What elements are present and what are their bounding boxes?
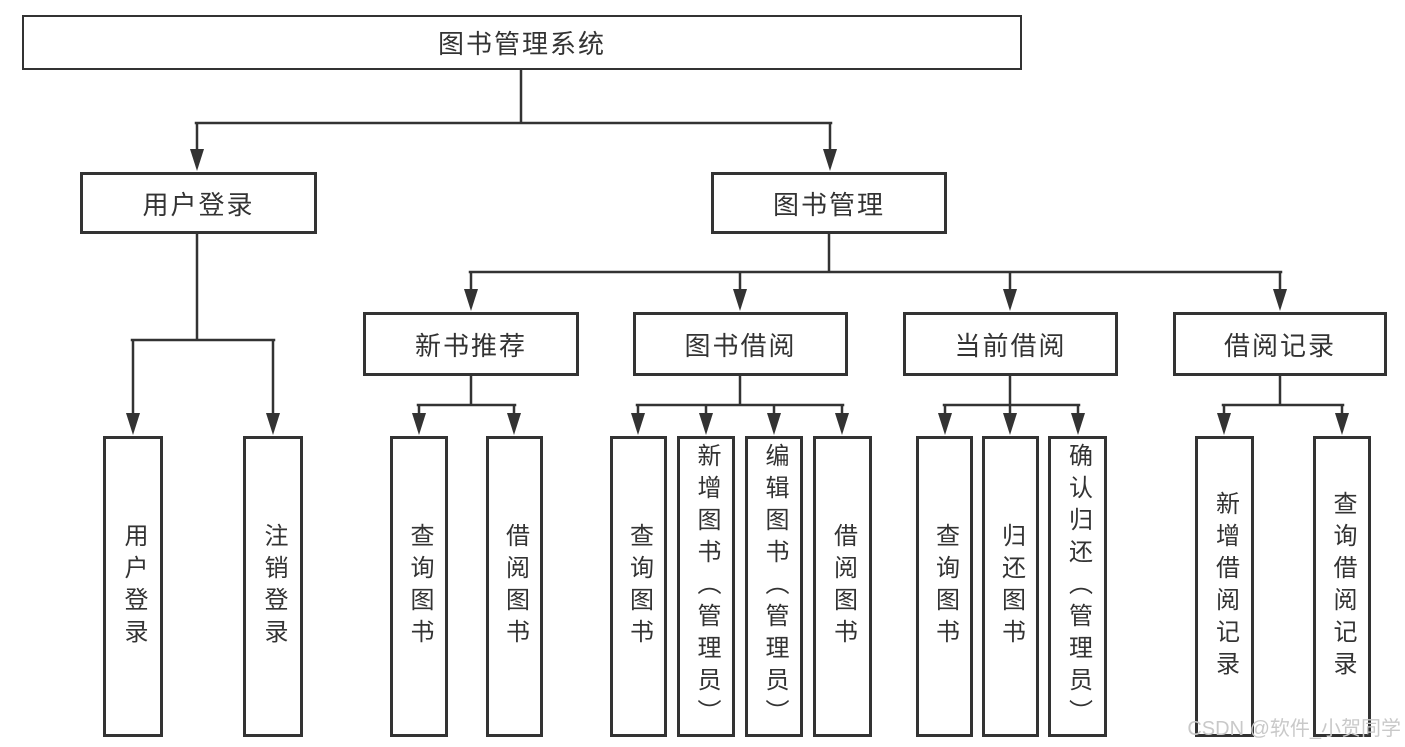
connector-login-to-leaves	[130, 232, 276, 417]
leaf-add-borrow-record: 新增借阅记录	[1195, 436, 1254, 737]
watermark: CSDN @软件_小贺同学	[1187, 718, 1401, 740]
node-book-borrow-label: 图书借阅	[684, 330, 797, 361]
arrowhead	[126, 413, 140, 435]
node-book-borrow: 图书借阅	[633, 312, 848, 376]
arrowhead	[1071, 413, 1085, 435]
leaf-return-book-label: 归还图书	[997, 522, 1025, 651]
arrowhead	[190, 149, 204, 171]
leaf-confirm-return-admin: 确认归还（管理员）	[1048, 436, 1107, 737]
leaf-query-books-borrow: 查询图书	[610, 436, 667, 737]
node-new-book-recommend-label: 新书推荐	[414, 330, 527, 361]
connector-records-to-leaves	[1221, 374, 1345, 417]
arrowhead	[412, 413, 426, 435]
arrowhead	[464, 289, 478, 311]
connector-root-to-level2	[194, 68, 833, 153]
connector-bookborrow-to-leaves	[635, 374, 845, 417]
node-book-management: 图书管理	[711, 172, 947, 234]
node-book-management-label: 图书管理	[772, 189, 885, 220]
leaf-return-book: 归还图书	[982, 436, 1039, 737]
leaf-borrow-books-borrow: 借阅图书	[813, 436, 872, 737]
leaf-borrow-books-borrow-label: 借阅图书	[829, 522, 857, 651]
leaf-borrow-books-recommend-label: 借阅图书	[501, 522, 529, 651]
connector-newbook-to-leaves	[416, 374, 517, 417]
node-new-book-recommend: 新书推荐	[363, 312, 579, 376]
connector-management-to-sections	[468, 232, 1283, 293]
node-borrow-records-label: 借阅记录	[1223, 330, 1336, 361]
leaf-user-login: 用户登录	[103, 436, 163, 737]
arrowhead	[266, 413, 280, 435]
leaf-query-books-current: 查询图书	[916, 436, 973, 737]
arrowhead	[938, 413, 952, 435]
arrowhead	[733, 289, 747, 311]
arrowhead	[835, 413, 849, 435]
leaf-logout: 注销登录	[243, 436, 303, 737]
arrowhead	[767, 413, 781, 435]
leaf-confirm-return-admin-label: 确认归还（管理员）	[1064, 442, 1092, 731]
node-current-borrow: 当前借阅	[903, 312, 1118, 376]
node-current-borrow-label: 当前借阅	[954, 330, 1067, 361]
arrowhead	[699, 413, 713, 435]
leaf-user-login-label: 用户登录	[120, 522, 147, 651]
leaf-add-borrow-record-label: 新增借阅记录	[1211, 490, 1239, 683]
leaf-query-books-current-label: 查询图书	[931, 522, 959, 651]
arrowhead	[1003, 413, 1017, 435]
arrowhead	[1335, 413, 1349, 435]
leaf-query-borrow-record: 查询借阅记录	[1313, 436, 1371, 737]
arrowhead	[823, 149, 837, 171]
node-root-label: 图书管理系统	[437, 29, 606, 59]
arrowhead	[1003, 289, 1017, 311]
arrowhead	[1273, 289, 1287, 311]
node-user-login-label: 用户登录	[142, 189, 255, 220]
leaf-add-book-admin-label: 新增图书（管理员）	[693, 442, 720, 731]
arrowhead	[507, 413, 521, 435]
leaf-logout-label: 注销登录	[260, 522, 287, 651]
node-user-login: 用户登录	[80, 172, 317, 234]
arrowhead	[631, 413, 645, 435]
leaf-borrow-books-recommend: 借阅图书	[486, 436, 543, 737]
leaf-query-borrow-record-label: 查询借阅记录	[1329, 490, 1356, 683]
connector-currentborrow-to-leaves	[942, 374, 1081, 417]
leaf-add-book-admin: 新增图书（管理员）	[677, 436, 735, 737]
leaf-edit-book-admin-label: 编辑图书（管理员）	[761, 442, 788, 731]
leaf-query-books-recommend: 查询图书	[390, 436, 448, 737]
leaf-edit-book-admin: 编辑图书（管理员）	[745, 436, 803, 737]
leaf-query-books-recommend-label: 查询图书	[406, 522, 433, 651]
node-root: 图书管理系统	[22, 15, 1022, 70]
node-borrow-records: 借阅记录	[1173, 312, 1387, 376]
leaf-query-books-borrow-label: 查询图书	[625, 522, 653, 651]
arrowhead	[1217, 413, 1231, 435]
